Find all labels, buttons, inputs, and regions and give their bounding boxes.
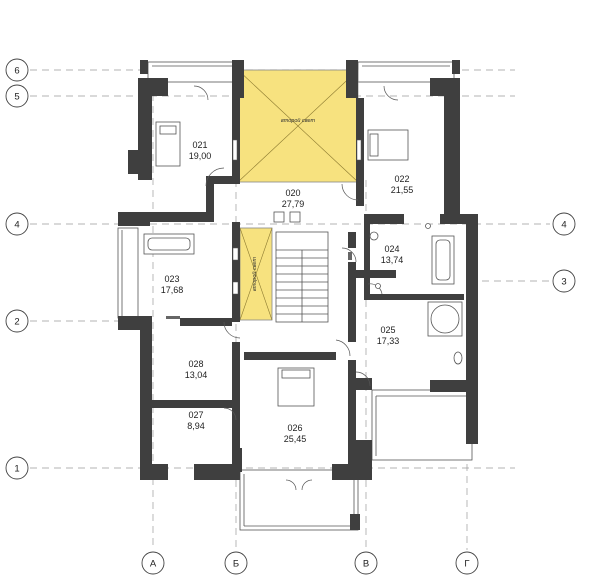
axis-label: В <box>363 559 369 570</box>
axis-bubbles: 6 5 4 4 3 2 1 А <box>5 58 576 575</box>
room-number: 020 <box>285 188 300 198</box>
room-area: 25,45 <box>284 434 307 444</box>
axis-bubble-col-b: Б <box>224 551 248 575</box>
sink-icon <box>375 283 381 289</box>
axis-label: 4 <box>561 220 566 231</box>
bathtub-icon <box>431 235 455 285</box>
bed-icon <box>155 121 181 167</box>
toilet-icon <box>369 231 379 241</box>
room-027[interactable]: 027 8,94 <box>187 410 205 431</box>
bed-icon <box>367 129 409 161</box>
door-terrace <box>355 371 371 387</box>
door-balcony-left <box>193 85 209 101</box>
terrace-right <box>371 389 473 461</box>
room-area: 27,79 <box>282 199 305 209</box>
radiator-icon <box>166 316 180 319</box>
door-balcony-right <box>383 85 399 101</box>
void-label: второй свет <box>251 256 258 291</box>
axis-bubble-row-4-right: 4 <box>552 212 576 236</box>
door-entrance-left <box>285 479 297 491</box>
axis-bubble-row-3: 3 <box>552 269 576 293</box>
room-area: 17,68 <box>161 285 184 295</box>
sink-icon <box>453 351 463 365</box>
room-area: 8,94 <box>187 421 205 431</box>
axis-label: 4 <box>14 220 19 231</box>
axis-label: 5 <box>14 92 19 103</box>
room-number: 025 <box>380 325 395 335</box>
void-main: второй свет <box>237 69 359 183</box>
axis-label: 2 <box>14 317 19 328</box>
axis-bubble-row-4-left: 4 <box>5 212 29 236</box>
room-area: 19,00 <box>189 151 212 161</box>
door-021 <box>205 167 225 187</box>
door-026 <box>335 339 351 357</box>
room-area: 21,55 <box>391 185 414 195</box>
room-number: 027 <box>188 410 203 420</box>
room-number: 023 <box>164 274 179 284</box>
void-label: второй свет <box>281 117 316 124</box>
axis-bubble-row-1: 1 <box>5 456 29 480</box>
sink-icon <box>425 223 431 229</box>
radiator-icon <box>348 252 352 260</box>
axis-bubble-col-v: В <box>354 551 378 575</box>
door-022 <box>341 183 359 201</box>
room-number: 021 <box>192 140 207 150</box>
bathtub-icon <box>143 233 195 255</box>
axis-label: 3 <box>561 277 566 288</box>
doors <box>193 85 399 491</box>
staircase <box>275 231 329 323</box>
void-stair: второй свет <box>239 227 273 321</box>
room-026[interactable]: 026 25,45 <box>284 423 307 444</box>
door-entrance-right <box>301 479 313 491</box>
door-023 <box>223 321 241 339</box>
axis-bubble-col-g: Г <box>455 551 479 575</box>
room-area: 13,04 <box>185 370 208 380</box>
room-number: 024 <box>384 244 399 254</box>
furniture <box>143 121 463 407</box>
axis-bubble-row-2: 2 <box>5 309 29 333</box>
bay-window-left <box>117 227 139 319</box>
room-labels: 021 19,00 020 27,79 022 21,55 024 13,74 … <box>161 140 414 444</box>
axis-label: 6 <box>14 66 19 77</box>
void-windows <box>232 139 362 295</box>
axis-label: 1 <box>14 464 19 475</box>
room-023[interactable]: 023 17,68 <box>161 274 184 295</box>
axis-bubble-col-a: А <box>141 551 165 575</box>
room-024[interactable]: 024 13,74 <box>381 244 404 265</box>
balconies <box>117 61 473 531</box>
room-area: 17,33 <box>377 336 400 346</box>
shower-icon <box>427 301 463 337</box>
axis-bubble-row-5: 5 <box>5 84 29 108</box>
chair-icon <box>273 211 285 223</box>
voids: второй свет второй свет <box>237 69 359 321</box>
room-020[interactable]: 020 27,79 <box>282 188 305 209</box>
room-022[interactable]: 022 21,55 <box>391 174 414 195</box>
room-number: 028 <box>188 359 203 369</box>
bed-icon <box>277 367 315 407</box>
room-number: 026 <box>287 423 302 433</box>
axis-bubble-row-6: 6 <box>5 58 29 82</box>
room-025[interactable]: 025 17,33 <box>377 325 400 346</box>
room-028[interactable]: 028 13,04 <box>185 359 208 380</box>
door-027 <box>223 407 237 421</box>
room-number: 022 <box>394 174 409 184</box>
room-021[interactable]: 021 19,00 <box>189 140 212 161</box>
chair-icon <box>289 211 301 223</box>
axis-label: Г <box>464 559 469 570</box>
room-area: 13,74 <box>381 255 404 265</box>
axis-label: Б <box>233 559 239 570</box>
axis-label: А <box>150 559 157 570</box>
